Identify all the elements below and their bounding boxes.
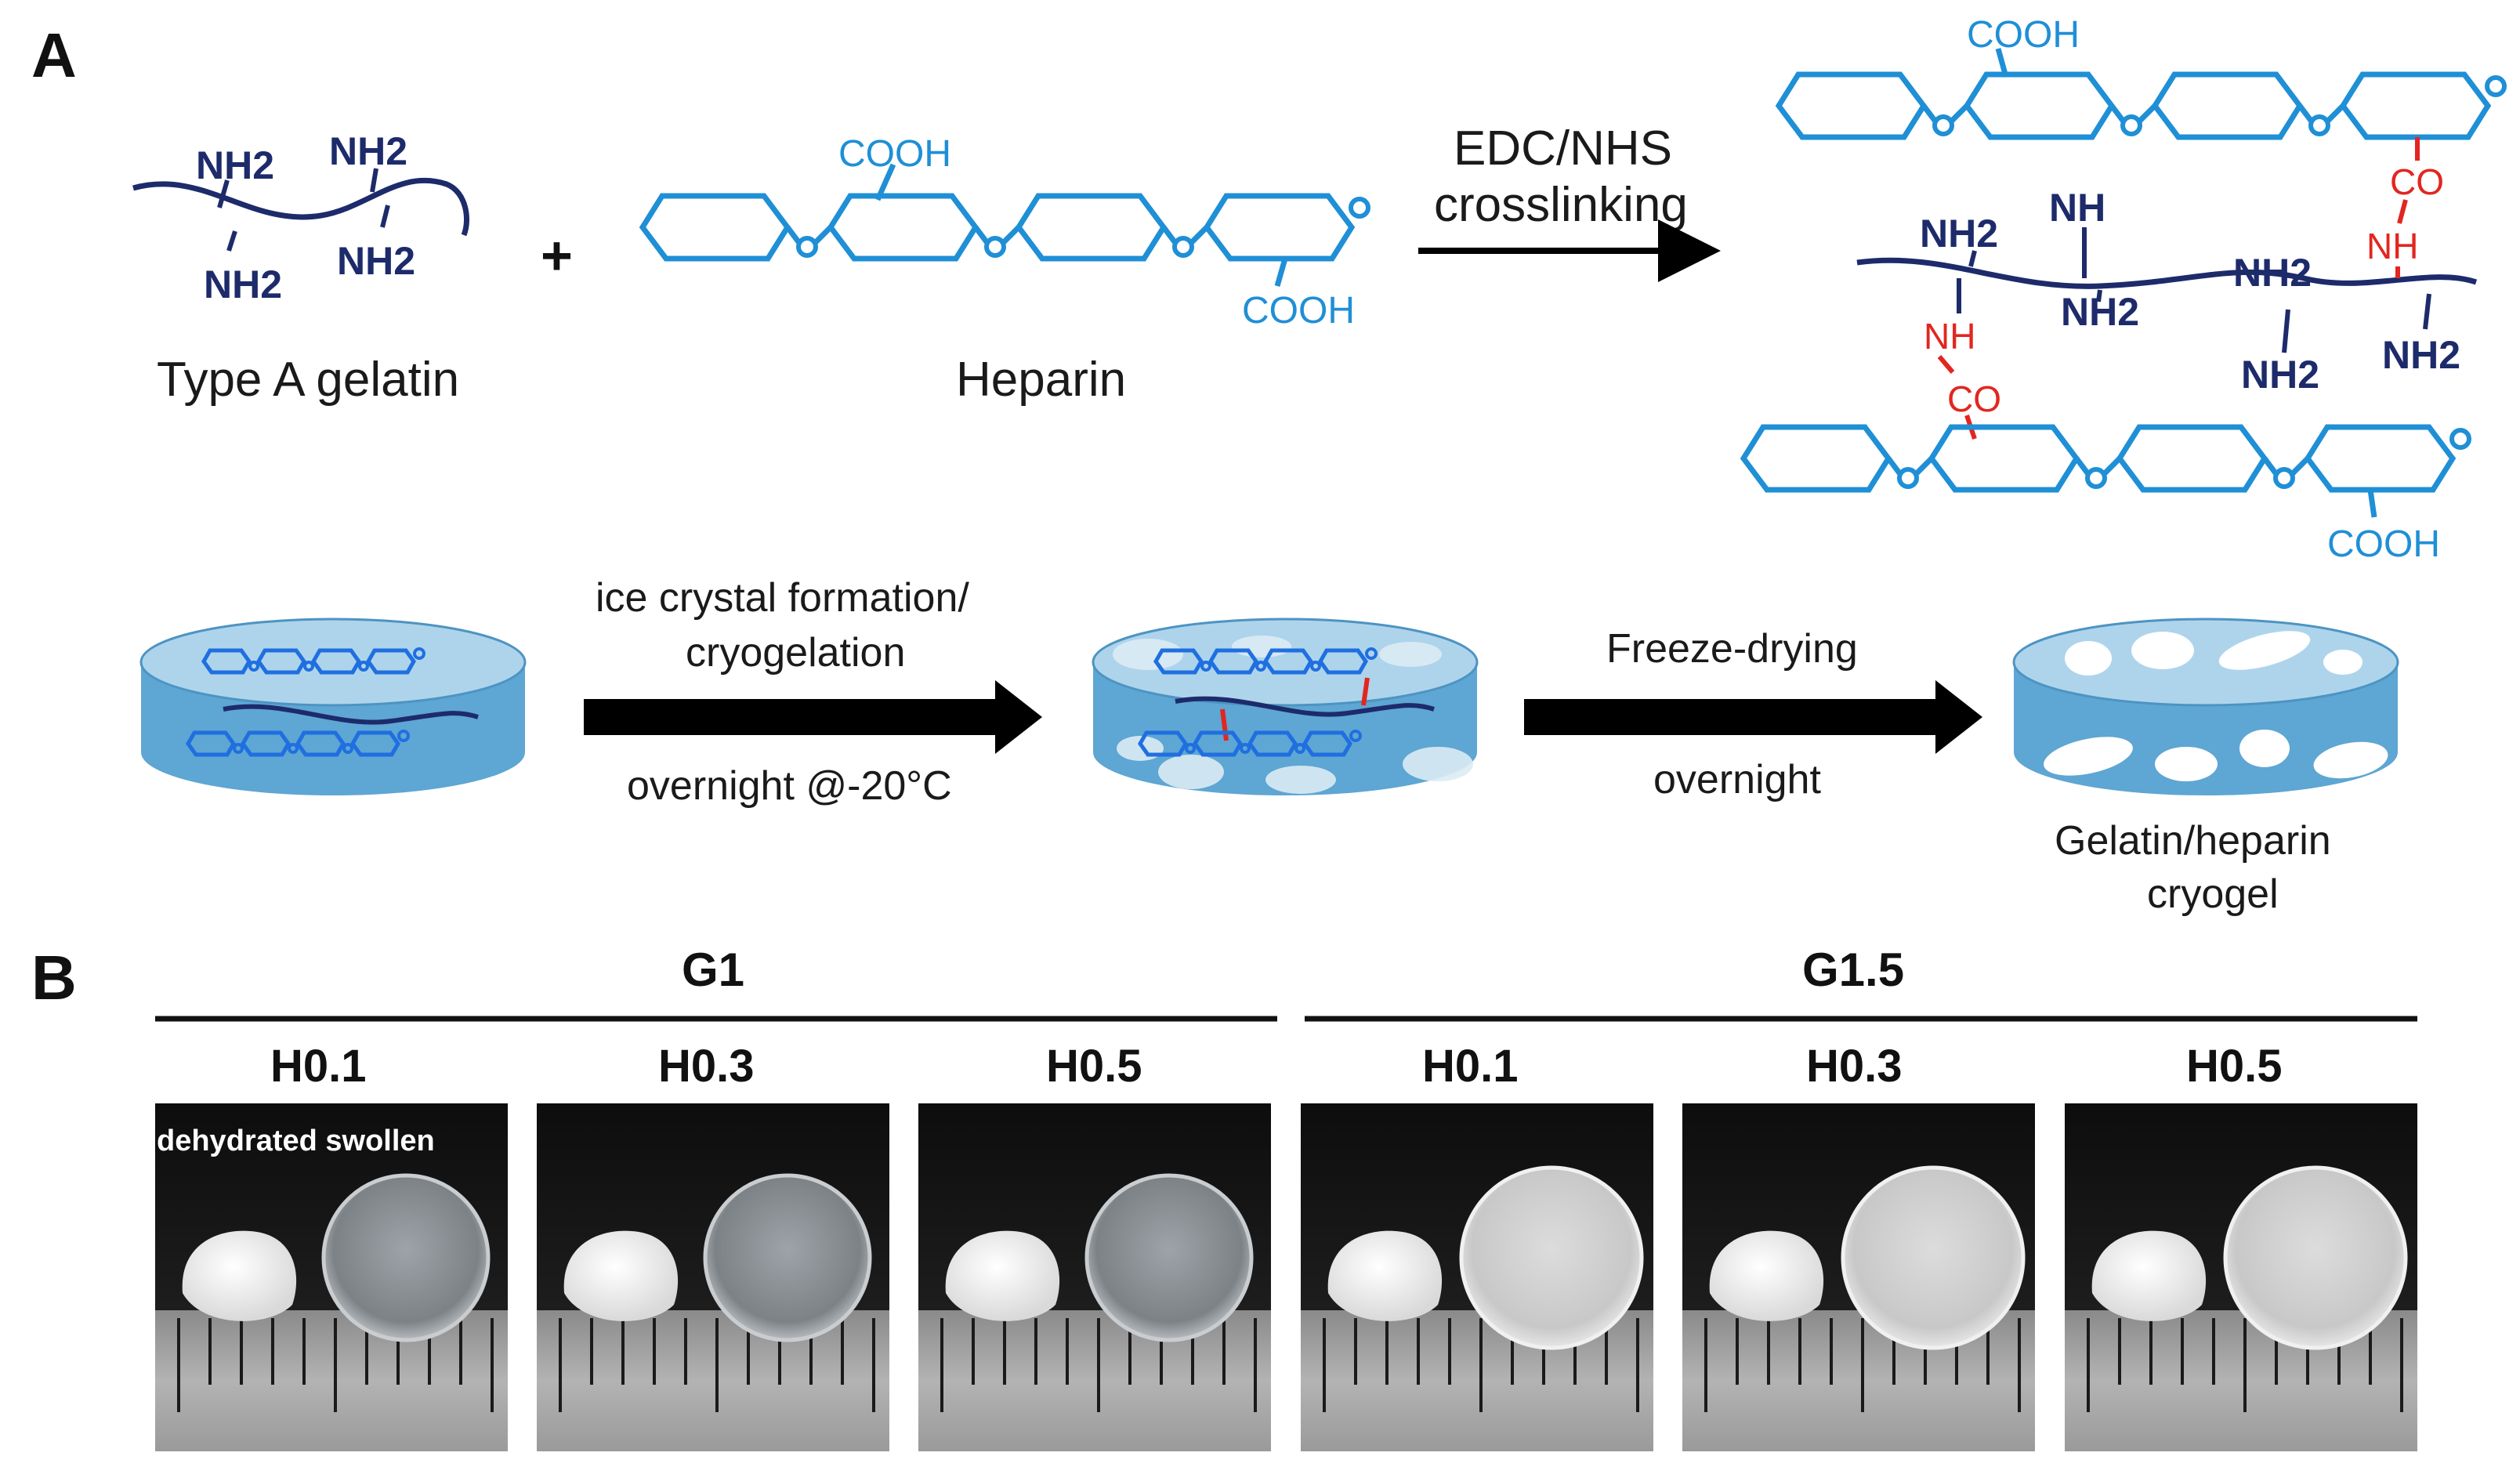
g1-5-sample-2: H0.3 [1806,1041,1903,1092]
sample-photo-5 [1682,1103,2035,1451]
ruler [537,1310,889,1451]
heparin-carboxyl-2: COOH [1242,290,1355,331]
dehydrated-sample [945,1230,1060,1321]
gelatin-molecule: NH2 NH2 NH2 NH2 Type A gelatin [132,129,469,407]
freeze-drying-arrow [1524,680,1982,754]
product-amine-2: NH [2049,186,2105,230]
cryogelation-arrow [584,680,1042,754]
product-amine-4: NH2 [2233,251,2312,295]
product-top-carboxyl: COOH [1967,14,2080,56]
swollen-sample [1843,1168,2023,1348]
cryogelation-top-line1: ice crystal formation/ [596,575,969,621]
dehydrated-sample [1327,1230,1443,1321]
gelatin-name: Type A gelatin [157,353,459,407]
swollen-sample [324,1175,488,1340]
group-g1: G1 H0.1 H0.3 H0.5 [155,944,1277,1092]
crosslinked-product: COOH CO NH NH2 NH NH2 NH2 NH2 NH2 NH CO … [1743,14,2504,565]
g1-sample-1: H0.1 [270,1041,367,1092]
dehydrated-sample [1709,1230,1824,1321]
product-amide-nh-1: NH [2366,226,2418,266]
sample-photo-4 [1301,1103,1653,1451]
gelatin-amine-1: NH2 [196,143,274,187]
g1-sample-3: H0.5 [1046,1041,1142,1092]
product-bottom-carboxyl: COOH [2327,523,2440,565]
g1-sample-2: H0.3 [658,1041,755,1092]
swollen-sample [1087,1175,1251,1340]
product-gelatin-chain [1856,257,2478,289]
heparin-molecule: COOH COOH Heparin [643,133,1368,407]
disc-precursor [139,618,527,795]
group-g1-5: G1.5 H0.1 H0.3 H0.5 [1305,944,2417,1092]
sample-photo-6 [2065,1103,2417,1451]
product-amine-1: NH2 [1920,212,1998,255]
g1-5-sample-3: H0.5 [2186,1041,2283,1092]
swollen-sample [2225,1168,2406,1348]
swollen-sample [705,1175,870,1340]
crosslink-line2: crosslinking [1434,178,1688,232]
heparin-carboxyl-1: COOH [838,133,951,175]
product-amide-co-1: CO [2390,161,2444,202]
g1-5-sample-1: H0.1 [1422,1041,1519,1092]
disc-cryogelated [1092,618,1479,795]
step-freeze-drying: Freeze-drying overnight [1524,626,1982,802]
swollen-sample [1461,1168,1642,1348]
plus-sign: + [541,225,573,286]
heparin-name: Heparin [956,353,1126,407]
final-label-line1: Gelatin/heparin [2055,818,2331,864]
product-amide-co-2: CO [1947,379,2001,419]
sample-photo-2 [537,1103,889,1451]
cryogelation-bottom: overnight @-20°C [627,763,952,809]
dehydrated-sample [2091,1230,2207,1321]
dehydrated-sample [563,1230,679,1321]
product-amine-5: NH2 [2241,353,2319,397]
gelatin-chain [132,177,469,237]
ruler [155,1310,508,1451]
sample-photo-1 [155,1103,508,1451]
sample-photo-3 [918,1103,1271,1451]
gelatin-amine-3: NH2 [204,263,282,306]
photo-caption: dehydrated swollen [157,1125,435,1157]
freeze-drying-top: Freeze-drying [1606,626,1858,672]
cryogelation-top-line2: cryogelation [686,630,905,676]
product-amide-nh-2: NH [1924,316,1975,357]
dehydrated-sample [182,1230,297,1321]
final-label-line2: cryogel [2147,871,2279,917]
crosslinking-step: EDC/NHS crosslinking [1418,121,1721,282]
product-amine-6: NH2 [2382,333,2460,377]
crosslink-line1: EDC/NHS [1454,121,1672,176]
panel-a-letter: A [31,20,77,90]
group-g1-title: G1 [682,944,744,996]
sample-photos [155,1103,2417,1451]
panel-b-letter: B [31,943,77,1012]
ruler [918,1310,1271,1451]
group-g1-5-title: G1.5 [1802,944,1904,996]
step-cryogelation: ice crystal formation/ cryogelation over… [584,575,1042,809]
disc-cryogel: Gelatin/heparin cryogel [2012,618,2399,917]
gelatin-amine-4: NH2 [337,239,415,283]
freeze-drying-bottom: overnight [1653,757,1821,802]
gelatin-amine-2: NH2 [329,129,407,173]
